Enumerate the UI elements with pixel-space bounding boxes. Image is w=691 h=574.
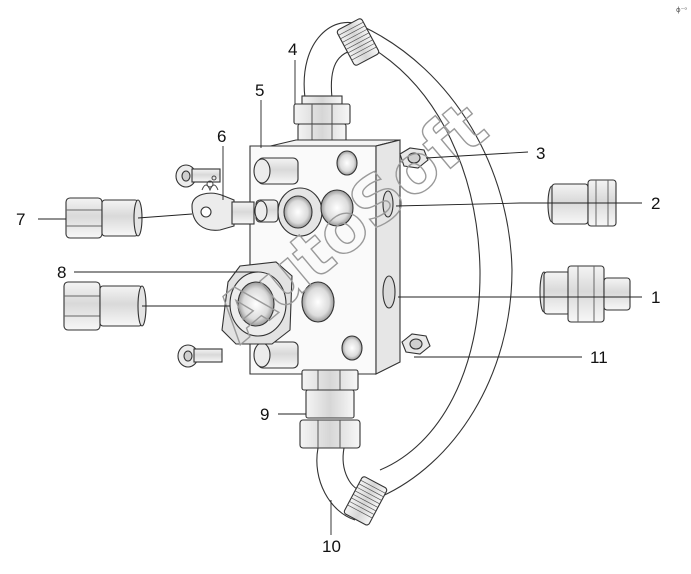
right-fitting-lower xyxy=(539,265,631,323)
callout-3: 3 xyxy=(536,144,545,163)
bolt-lower-left xyxy=(177,344,223,368)
callout-1: 1 xyxy=(651,288,660,307)
callout-4: 4 xyxy=(288,40,297,59)
pressure-switch xyxy=(191,175,255,231)
callout-7: 7 xyxy=(16,210,25,229)
center-port-fitting xyxy=(277,187,354,237)
left-fitting-lower xyxy=(63,281,147,331)
hex-nut-upper xyxy=(399,147,429,169)
banjo-fitting-middle xyxy=(254,199,279,223)
callout-5: 5 xyxy=(255,81,264,100)
callout-labels: 1 2 3 4 5 6 7 8 9 10 11 xyxy=(16,40,660,556)
callout-11: 11 xyxy=(590,348,608,367)
large-port-fitting xyxy=(221,261,335,345)
callout-6: 6 xyxy=(217,127,226,146)
port-plug-lower-right xyxy=(341,335,363,361)
bottom-fitting xyxy=(299,369,361,449)
port-plug-upper-right xyxy=(336,150,358,176)
callout-2: 2 xyxy=(651,194,660,213)
left-fitting-upper xyxy=(65,197,143,239)
top-fitting xyxy=(293,95,351,143)
bolt-upper-left xyxy=(175,164,221,188)
right-fitting-upper xyxy=(547,179,617,227)
banjo-fitting-upper xyxy=(253,157,299,185)
callout-10: 10 xyxy=(322,537,341,556)
leader-lines xyxy=(38,60,642,535)
hose-threaded-end-top xyxy=(336,18,380,66)
hex-nut-lower xyxy=(401,333,431,355)
hose-threaded-end-bottom xyxy=(343,476,388,526)
corner-mark: ɸ⁻ᵒ xyxy=(676,6,687,14)
callout-8: 8 xyxy=(57,263,66,282)
callout-9: 9 xyxy=(260,405,269,424)
